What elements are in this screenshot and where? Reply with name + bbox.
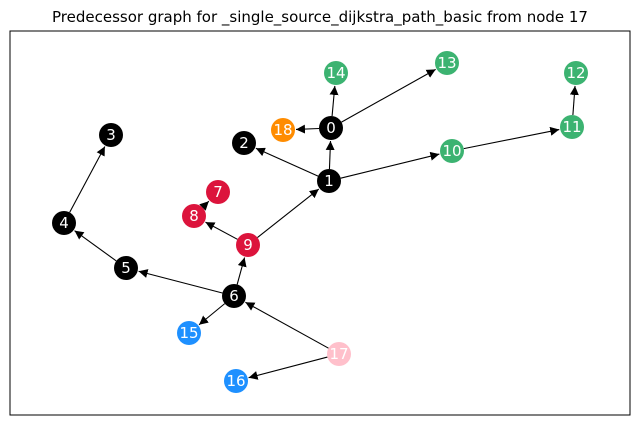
node-label-11: 11 — [562, 118, 581, 136]
node-5: 5 — [114, 256, 138, 280]
node-circle-5 — [114, 256, 138, 280]
node-10: 10 — [440, 139, 464, 163]
node-label-3: 3 — [106, 126, 116, 144]
node-circle-17 — [327, 342, 351, 366]
node-label-9: 9 — [243, 236, 253, 254]
chart-title: Predecessor graph for _single_source_dij… — [52, 8, 588, 27]
node-label-7: 7 — [213, 183, 223, 201]
edge-6-to-5 — [138, 269, 223, 294]
edge-10-to-11 — [463, 126, 560, 150]
node-11: 11 — [560, 115, 584, 139]
node-circle-12 — [564, 61, 588, 85]
edge-1-to-10 — [340, 151, 440, 179]
node-label-15: 15 — [179, 324, 198, 342]
node-16: 16 — [224, 369, 248, 393]
edge-6-to-15 — [198, 303, 226, 326]
node-label-1: 1 — [324, 172, 334, 190]
node-circle-7 — [206, 180, 230, 204]
node-circle-10 — [440, 139, 464, 163]
node-circle-11 — [560, 115, 584, 139]
plot-frame — [9, 30, 631, 416]
node-label-16: 16 — [226, 372, 245, 390]
node-circle-15 — [177, 321, 201, 345]
node-circle-2 — [232, 131, 256, 155]
node-2: 2 — [232, 131, 256, 155]
node-circle-14 — [324, 61, 348, 85]
node-17: 17 — [327, 342, 351, 366]
edge-1-to-0 — [325, 140, 335, 170]
node-0: 0 — [319, 116, 343, 140]
node-label-12: 12 — [566, 64, 585, 82]
edge-5-to-4 — [74, 230, 117, 262]
node-label-13: 13 — [437, 54, 456, 72]
node-8: 8 — [182, 204, 206, 228]
node-14: 14 — [324, 61, 348, 85]
node-circle-6 — [222, 284, 246, 308]
edges-layer — [69, 68, 579, 380]
node-circle-0 — [319, 116, 343, 140]
node-9: 9 — [236, 233, 260, 257]
node-label-18: 18 — [273, 121, 292, 139]
node-label-17: 17 — [329, 345, 348, 363]
node-label-0: 0 — [326, 119, 336, 137]
edge-0-to-18 — [295, 124, 320, 134]
edge-17-to-16 — [248, 356, 328, 380]
node-circle-1 — [317, 169, 341, 193]
edge-9-to-8 — [205, 221, 238, 240]
edge-11-to-12 — [569, 85, 579, 116]
node-label-4: 4 — [59, 214, 69, 232]
node-circle-3 — [99, 123, 123, 147]
node-label-10: 10 — [442, 142, 461, 160]
node-18: 18 — [271, 118, 295, 142]
edge-6-to-9 — [236, 257, 247, 285]
node-label-5: 5 — [121, 259, 131, 277]
node-6: 6 — [222, 284, 246, 308]
node-13: 13 — [435, 51, 459, 75]
node-15: 15 — [177, 321, 201, 345]
edge-0-to-14 — [329, 85, 339, 117]
node-3: 3 — [99, 123, 123, 147]
node-12: 12 — [564, 61, 588, 85]
node-circle-13 — [435, 51, 459, 75]
node-circle-8 — [182, 204, 206, 228]
node-circle-4 — [52, 211, 76, 235]
edge-9-to-1 — [257, 188, 320, 238]
node-label-6: 6 — [229, 287, 239, 305]
edge-17-to-6 — [245, 301, 329, 349]
node-label-8: 8 — [189, 207, 199, 225]
node-circle-9 — [236, 233, 260, 257]
node-7: 7 — [206, 180, 230, 204]
edge-0-to-13 — [341, 68, 436, 123]
node-label-14: 14 — [326, 64, 345, 82]
edge-4-to-3 — [69, 146, 106, 213]
node-circle-18 — [271, 118, 295, 142]
edge-1-to-2 — [255, 147, 319, 177]
edge-8-to-7 — [199, 200, 210, 211]
node-circle-16 — [224, 369, 248, 393]
node-label-2: 2 — [239, 134, 249, 152]
node-1: 1 — [317, 169, 341, 193]
node-4: 4 — [52, 211, 76, 235]
